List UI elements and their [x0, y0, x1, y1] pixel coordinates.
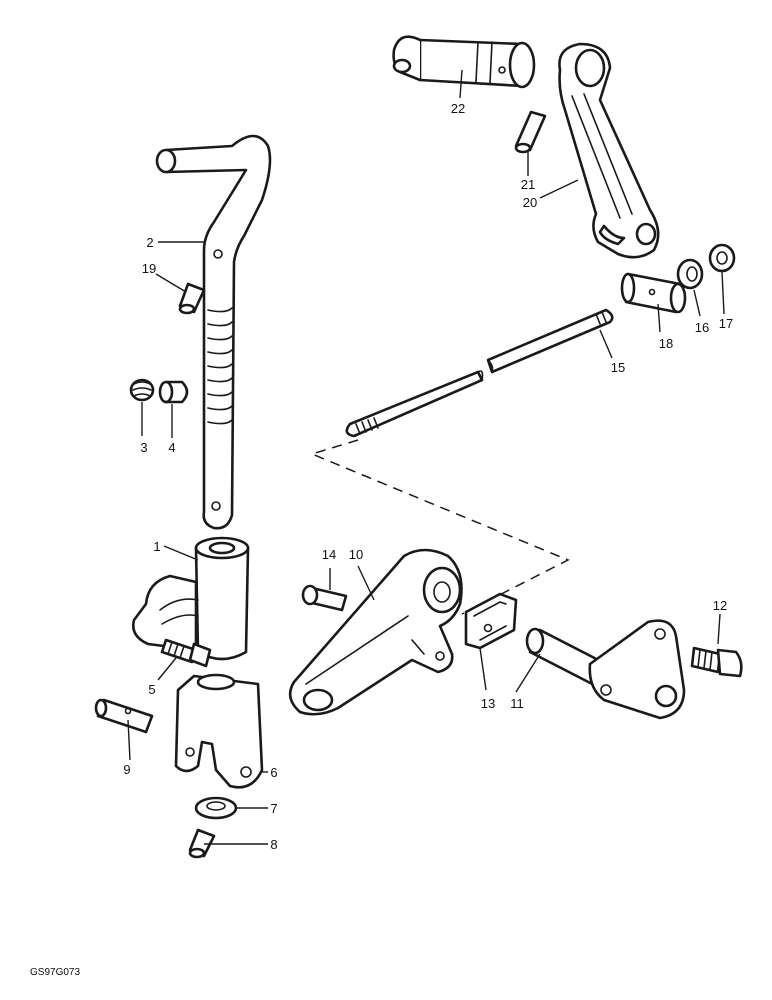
callout-17: 17	[719, 316, 733, 331]
part-13-yoke	[464, 592, 518, 650]
callout-4: 4	[168, 440, 175, 455]
part-22-shaft	[392, 35, 536, 89]
part-10-bell-crank	[288, 548, 463, 716]
part-19-pin	[178, 282, 206, 315]
part-7-washer	[194, 796, 238, 820]
part-18-sleeve	[620, 272, 687, 314]
callout-2: 2	[146, 235, 153, 250]
callout-9: 9	[123, 762, 130, 777]
part-11-shaft	[525, 619, 686, 720]
part-3-spring	[129, 378, 155, 402]
part-6-clevis	[174, 673, 264, 789]
callout-5: 5	[148, 682, 155, 697]
leader-lines	[127, 69, 725, 845]
part-5-bolt	[160, 638, 212, 668]
callout-1: 1	[153, 539, 160, 554]
part-2-lever-rod	[155, 134, 272, 530]
callout-20: 20	[523, 195, 537, 210]
part-17-washer	[708, 243, 736, 273]
part-12-bolt	[690, 646, 743, 678]
callout-19: 19	[142, 261, 156, 276]
callout-12: 12	[713, 598, 727, 613]
part-1-housing	[132, 536, 250, 661]
callout-6: 6	[270, 765, 277, 780]
callout-16: 16	[695, 320, 709, 335]
callout-22: 22	[451, 101, 465, 116]
part-4-plunger	[158, 380, 189, 404]
callout-11: 11	[510, 696, 524, 711]
callout-10: 10	[349, 547, 363, 562]
part-9-pin	[94, 698, 154, 734]
callout-labels: 1 2 3 4 5 6 7 8 9 10 11 12 13 14 15 16 1…	[123, 101, 733, 852]
callout-8: 8	[270, 837, 277, 852]
part-16-bushing	[676, 258, 704, 290]
part-21-pin	[514, 110, 547, 154]
callout-21: 21	[521, 177, 535, 192]
assembly-dashed-line	[309, 439, 570, 615]
figure-code: GS97G073	[30, 967, 80, 978]
callout-18: 18	[659, 336, 673, 351]
callout-3: 3	[140, 440, 147, 455]
part-14-pin	[301, 584, 348, 612]
part-15-rod	[345, 308, 614, 438]
callout-13: 13	[481, 696, 495, 711]
callout-14: 14	[322, 547, 336, 562]
part-20-lever	[558, 42, 660, 259]
part-8-pin	[188, 828, 216, 859]
callout-15: 15	[611, 360, 625, 375]
callout-7: 7	[270, 801, 277, 816]
